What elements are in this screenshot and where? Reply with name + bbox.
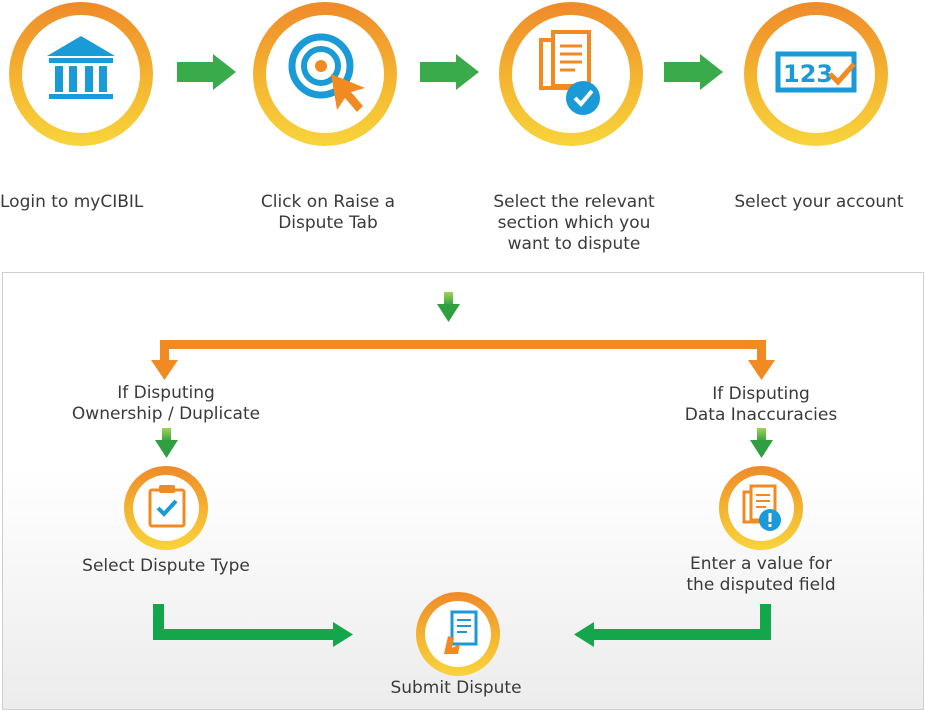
step-2-label-line: Click on Raise a — [260, 192, 396, 212]
step-2-circle — [253, 2, 397, 146]
submit-circle — [416, 592, 500, 676]
bank-icon — [47, 36, 115, 99]
right-branch-condition: If Disputing Data Inaccuracies — [650, 384, 872, 426]
select-dispute-type-label: Select Dispute Type — [82, 556, 250, 576]
step-4-label: Select your account — [714, 192, 924, 213]
step-3-label-line: Select the relevant — [493, 192, 655, 212]
account-number-icon: 123 — [775, 51, 857, 93]
step-1-circle — [9, 2, 153, 146]
arrow-right-icon — [420, 54, 479, 90]
step-3-label-line: section which you — [497, 213, 651, 233]
enter-value-circle — [719, 466, 803, 550]
step-4-circle: 123 — [744, 2, 888, 146]
document-check-icon — [539, 30, 600, 115]
arrow-down-icon — [437, 292, 460, 322]
step-2-label-line: Dispute Tab — [278, 213, 378, 233]
step-1-label-line: Login to myCIBIL — [0, 192, 144, 212]
right-condition-line: If Disputing — [712, 384, 810, 404]
document-alert-icon — [742, 484, 781, 531]
step-2-label: Click on Raise a Dispute Tab — [238, 192, 418, 234]
right-condition-line: Data Inaccuracies — [684, 405, 838, 425]
account-number-text: 123 — [783, 60, 833, 88]
arrow-right-icon — [664, 54, 723, 90]
left-branch-condition: If Disputing Ownership / Duplicate — [40, 383, 292, 425]
hand-document-icon — [444, 610, 478, 654]
step-4-label-line: Select your account — [734, 192, 904, 212]
arrow-down-icon — [750, 428, 773, 458]
arrow-to-submit-right — [574, 604, 771, 647]
branch-connector — [151, 340, 775, 380]
enter-value-label-line: Enter a value for — [689, 554, 833, 574]
submit-dispute-label: Submit Dispute — [390, 678, 522, 698]
top-arrows — [177, 54, 723, 90]
enter-value-label: Enter a value for the disputed field — [650, 554, 872, 596]
clipboard-check-icon — [148, 485, 186, 528]
left-condition-line: Ownership / Duplicate — [71, 404, 261, 424]
step-3-label-line: want to dispute — [507, 234, 641, 254]
target-cursor-icon — [288, 33, 365, 112]
step-3-label: Select the relevant section which you wa… — [476, 192, 672, 255]
arrow-to-submit-left — [153, 604, 353, 647]
select-type-circle — [124, 466, 208, 550]
enter-value-label-line: the disputed field — [686, 575, 836, 595]
arrow-right-icon — [177, 54, 236, 90]
step-3-circle — [499, 2, 643, 146]
arrow-down-icon — [155, 428, 178, 458]
step-1-label: Login to myCIBIL — [0, 192, 168, 213]
left-condition-line: If Disputing — [117, 383, 215, 403]
